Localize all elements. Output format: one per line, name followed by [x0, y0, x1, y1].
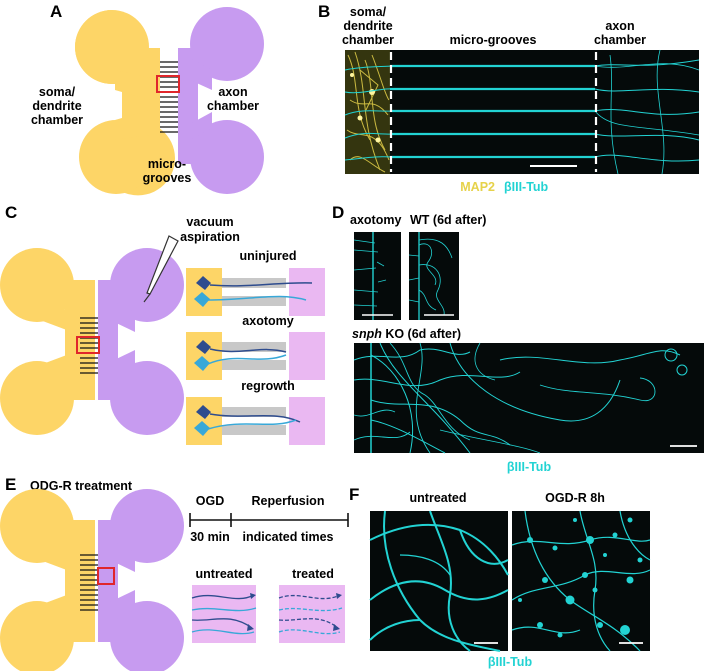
map2-soma-region [345, 50, 390, 174]
f-ogdr-label: OGD-R 8h [545, 491, 605, 505]
axotomy-axons [353, 232, 387, 320]
panel-c: C [0, 203, 325, 445]
axon-well-bottom [190, 120, 264, 194]
d-wt-label: WT (6d after) [410, 213, 486, 227]
panel-d-letter: D [332, 203, 344, 222]
e-treated-label: treated [292, 567, 334, 581]
panel-b: B [318, 2, 700, 194]
legend-map2: MAP2 [460, 180, 495, 194]
regrowth-schematic [186, 397, 325, 445]
panel-a-letter: A [50, 2, 62, 21]
untreated-axon-box [191, 585, 257, 643]
wt-axons [408, 232, 453, 320]
zoom-region-box [156, 75, 180, 93]
vacuum-pipette [143, 235, 179, 303]
b-axon-label-line2: chamber [594, 33, 646, 47]
legend-tub-d: βIII-Tub [507, 460, 552, 474]
timeline [189, 513, 349, 527]
axon-bundles-b [344, 49, 700, 175]
grooves-label-line1: micro- [148, 157, 186, 171]
b-soma-label-line2: dendrite [343, 19, 392, 33]
panel-f-letter: F [349, 485, 359, 504]
e-title: ODG-R treatment [30, 479, 133, 493]
e-30min-label: 30 min [190, 530, 230, 544]
e-indicated-label: indicated times [243, 530, 334, 544]
b-soma-label-line1: soma/ [350, 5, 387, 19]
soma-label-line2: dendrite [32, 99, 81, 113]
b-axon-label-line1: axon [605, 19, 634, 33]
panel-e: E ODG-R treatment [0, 475, 349, 671]
e-ogd-label: OGD [196, 494, 224, 508]
d-ko-label: snph KO (6d after) [352, 327, 461, 341]
ogdr-beading [518, 517, 643, 638]
device-schematic-e [0, 489, 184, 671]
axon-well-top [190, 7, 264, 81]
b-grooves-label: micro-grooves [450, 33, 537, 47]
micro-grooves-lines [160, 61, 178, 133]
ko-gene: snph [352, 327, 382, 341]
axon-label-line2: chamber [207, 99, 259, 113]
vacuum-label-line1: vacuum [186, 215, 233, 229]
panel-f: F untreated OGD-R 8h [349, 485, 651, 669]
axotomy-schematic [186, 332, 325, 380]
e-reperfusion-label: Reperfusion [252, 494, 325, 508]
panel-b-letter: B [318, 2, 330, 21]
soma-label-line3: chamber [31, 113, 83, 127]
ko-axons [353, 342, 688, 454]
untreated-axon-network [369, 510, 509, 652]
zoom-region-box-c [76, 336, 100, 354]
uninjured-label: uninjured [240, 249, 297, 263]
d-axotomy-label: axotomy [350, 213, 401, 227]
vacuum-label-line2: aspiration [180, 230, 240, 244]
axotomy-label: axotomy [242, 314, 293, 328]
b-soma-label-line3: chamber [342, 33, 394, 47]
legend-tub-f: βIII-Tub [488, 655, 533, 669]
panel-e-letter: E [5, 475, 16, 494]
soma-channel [130, 48, 160, 164]
device-schematic-c [0, 235, 184, 435]
treated-axon-box [278, 585, 345, 643]
zoom-region-box-e [97, 567, 115, 585]
micrograph-axotomy [354, 232, 401, 320]
f-untreated-label: untreated [410, 491, 467, 505]
panel-c-letter: C [5, 203, 17, 222]
axon-label-line1: axon [218, 85, 247, 99]
panel-a: A [31, 2, 264, 196]
grooves-label-line2: grooves [143, 171, 192, 185]
uninjured-schematic [186, 268, 325, 316]
panel-d: D axotomy WT (6d after) snph KO (6d afte… [332, 203, 704, 474]
ko-rest: KO (6d after) [382, 327, 461, 341]
legend-tub-b: βIII-Tub [504, 180, 549, 194]
soma-label-line1: soma/ [39, 85, 76, 99]
regrowth-label: regrowth [241, 379, 294, 393]
device-schematic-a [75, 7, 264, 196]
e-untreated-label: untreated [196, 567, 253, 581]
